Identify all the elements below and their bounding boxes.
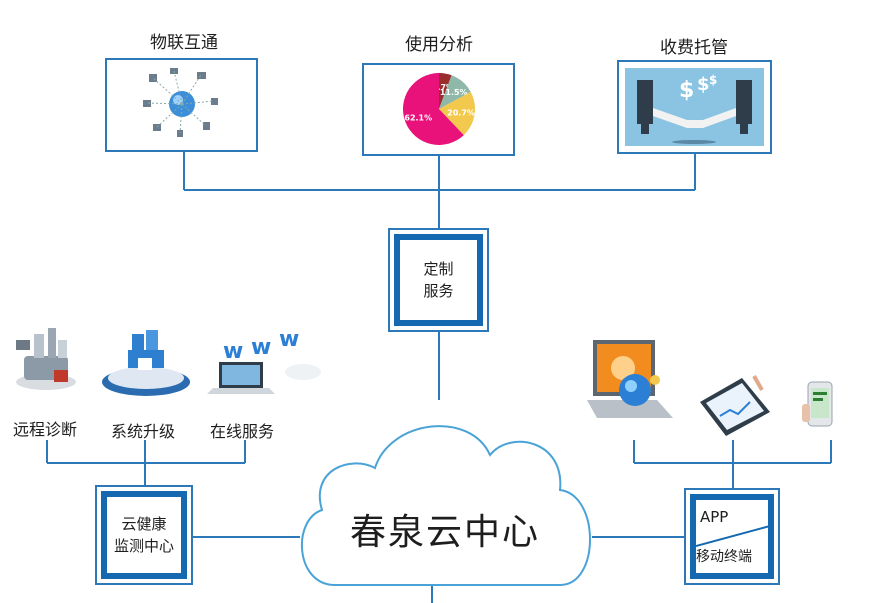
phone-icon	[802, 381, 833, 427]
iot-thumbnail[interactable]	[105, 58, 258, 152]
pie-slice-0	[439, 73, 452, 109]
app-terminal-box[interactable]: APP 移动终端	[684, 488, 780, 585]
remote-diagnosis-icon	[16, 328, 76, 390]
pie-label-1: 11.5%	[440, 88, 468, 97]
online-service-icon: w w w	[207, 328, 321, 394]
cloud-center-label[interactable]: 春泉云中心	[349, 512, 540, 553]
health-box-line2: 监测中心	[113, 537, 174, 555]
svg-text:w: w	[251, 335, 271, 360]
svg-text:$: $	[709, 73, 717, 87]
svg-text:$: $	[697, 74, 710, 95]
svg-text:w: w	[279, 328, 299, 352]
globe-network-icon	[143, 68, 218, 137]
svg-text:$: $	[679, 78, 694, 103]
pie-label-3: 62.1%	[404, 113, 432, 122]
custom-service-line1: 定制	[423, 260, 454, 278]
app-divider-line	[696, 525, 770, 547]
usage-pie-chart: 5.7%11.5% 20.7% 62.1%	[403, 73, 475, 145]
pie-slice-2	[439, 92, 475, 136]
svg-text:w: w	[223, 339, 243, 364]
app-title: APP	[700, 508, 729, 526]
pie-label-2: 20.7%	[447, 109, 475, 118]
usage-pie-thumbnail[interactable]: 5.7%11.5% 20.7% 62.1%	[362, 63, 515, 156]
computer-globe-icon	[587, 340, 673, 418]
iot-label: 物联互通	[150, 33, 218, 53]
cloud-shape	[300, 425, 591, 586]
app-subtitle: 移动终端	[696, 549, 752, 565]
remote-diagnosis-label: 远程诊断	[13, 420, 78, 439]
pie-slice-3	[403, 73, 464, 145]
billing-label: 收费托管	[660, 38, 728, 58]
billing-thumbnail[interactable]: $ $ $	[617, 60, 772, 154]
system-upgrade-icon	[102, 330, 190, 396]
tablet-icon	[700, 375, 770, 436]
custom-service-line2: 服务	[423, 282, 454, 300]
health-monitor-box[interactable]: 云健康 监测中心	[95, 485, 193, 585]
custom-service-box[interactable]: 定制 服务	[388, 228, 489, 332]
pie-label-0: 5.7%	[432, 83, 454, 92]
online-service-label: 在线服务	[210, 422, 275, 441]
handshake-money-icon: $ $ $	[625, 68, 764, 146]
pie-slice-1	[439, 75, 471, 109]
system-upgrade-label: 系统升级	[111, 422, 176, 441]
health-box-line1: 云健康	[121, 515, 167, 533]
usage-analysis-label: 使用分析	[405, 35, 473, 55]
